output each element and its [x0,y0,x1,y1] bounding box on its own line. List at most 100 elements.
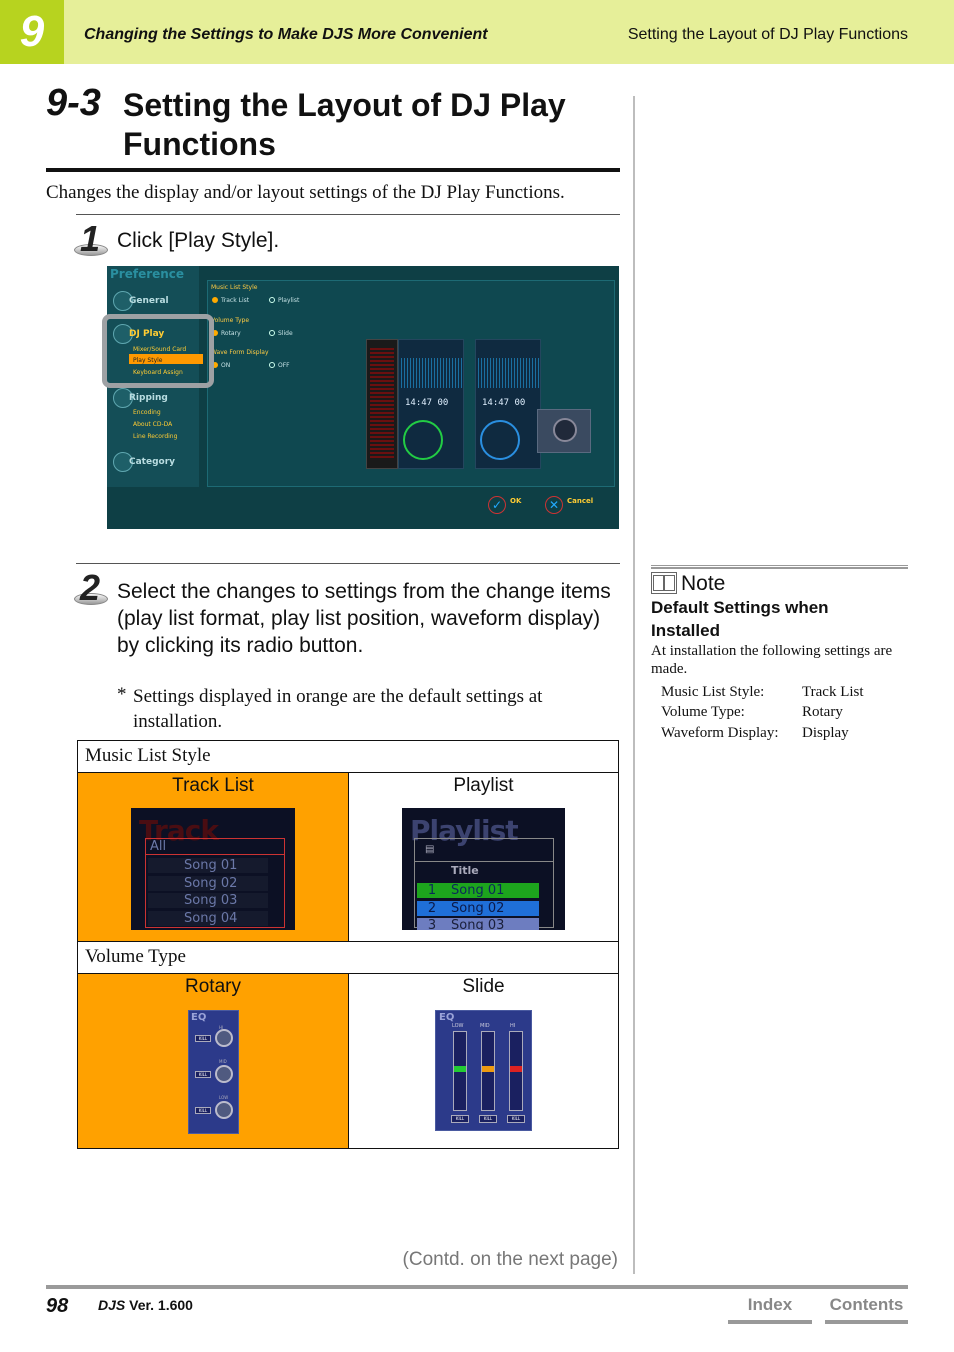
track-list-radio[interactable] [212,297,218,303]
cancel-icon[interactable]: ✕ [545,496,563,514]
nav-keyboard-assign[interactable]: Keyboard Assign [133,369,183,376]
version-label: Ver. 1.600 [129,1297,193,1313]
wave-off-radio[interactable] [269,362,275,368]
rotary-option: Rotary [221,330,241,337]
hi-slider [509,1031,523,1111]
eq-band-label: LOW [452,1023,464,1029]
hi-knob-icon [215,1029,233,1047]
index-underline [728,1320,812,1324]
note-heading: Default Settings when Installed [651,598,829,640]
slide-option: Slide [278,330,293,337]
track-heading: Track [139,814,219,847]
nav-mixer-sound-card[interactable]: Mixer/Sound Card [133,346,187,353]
category-icon [113,452,133,472]
footer-rule [46,1285,908,1289]
eq-label: EQ [191,1012,207,1023]
playlist-heading: Playlist [410,814,519,847]
rotary-eq-image: EQ HI KILL MID KILL LOW KILL [188,1010,239,1134]
wave-form-label: Wave Form Display [211,349,269,356]
eq-band-label: HI [219,1025,224,1030]
selection-highlight-box [102,314,214,388]
kill-button: KILL [479,1115,497,1123]
volume-type-header: Volume Type [78,942,618,974]
ok-button[interactable]: OK [510,497,522,505]
low-slider [453,1031,467,1111]
column-divider [633,96,635,1274]
product-name: DJS [98,1297,126,1313]
deck-right-time: 14:47 00 [482,398,526,408]
nav-category[interactable]: Category [129,457,176,467]
nav-general[interactable]: General [129,296,169,306]
step2-text: Select the changes to settings from the … [117,580,611,657]
kill-button: KILL [195,1035,211,1042]
index-link[interactable]: Index [747,1295,793,1314]
page-number: 98 [46,1295,69,1317]
dj-play-icon [113,324,133,344]
note-value: Rotary [802,704,843,720]
music-list-style-header: Music List Style [78,741,618,773]
ok-icon[interactable]: ✓ [488,496,506,514]
eq-band-label: MID [480,1023,490,1029]
track-song-row: Song 02 [148,876,268,891]
playlist-radio[interactable] [269,297,275,303]
eq-band-label: LOW [219,1095,229,1100]
track-list-cell: Track List Track All Song 01 Song 02 Son… [78,773,348,942]
intro-text: Changes the display and/or layout settin… [46,182,565,203]
contents-underline [825,1320,908,1324]
nav-about-cd-da[interactable]: About CD-DA [133,421,173,428]
slide-radio[interactable] [269,330,275,336]
deck-left-jog-icon [403,420,443,460]
note-key: Waveform Display: [661,725,779,741]
play-style-highlight [129,354,203,364]
low-knob-icon [215,1101,233,1119]
note-text: At installation the following settings a… [651,643,893,677]
volume-knob-icon [537,409,591,453]
music-list-style-label: Music List Style [211,284,258,291]
preference-nav: Preference General DJ Play Mixer/Sound C… [107,266,203,487]
wave-on-option: ON [221,362,231,369]
note-key: Music List Style: [661,684,765,700]
step-divider [76,563,620,564]
nav-dj-play[interactable]: DJ Play [129,329,165,339]
section-number: 9-3 [46,82,101,124]
nav-encoding[interactable]: Encoding [133,409,161,416]
kill-button: KILL [451,1115,469,1123]
nav-play-style[interactable]: Play Style [133,357,163,364]
step1-number: 1 [74,218,114,262]
playlist-option: Playlist [278,297,300,304]
step1-text: Click [Play Style]. [117,229,280,252]
cancel-button[interactable]: Cancel [567,497,594,505]
kill-button: KILL [195,1107,211,1114]
rotary-label: Rotary [185,976,241,997]
header-section-title: Setting the Layout of DJ Play Functions [627,26,908,43]
note-rule [651,565,908,569]
eq-band-label: MID [219,1059,227,1064]
deck-right: 14:47 00 [475,339,541,469]
deck-right-jog-icon [480,420,520,460]
page-header: 9 Changing the Settings to Make DJS More… [0,0,954,64]
ripping-icon [113,388,133,408]
note-value: Track List [802,684,864,700]
continued-note: (Contd. on the next page) [402,1249,618,1270]
chapter-number: 9 [0,0,64,64]
slide-eq-image: EQ LOW MID HI KILL KILL KILL [435,1010,532,1131]
contents-link[interactable]: Contents [829,1295,904,1314]
asterisk-mark: * [117,684,127,705]
track-list-option: Track List [221,297,250,304]
playlist-label: Playlist [453,775,514,796]
slide-cell: Slide EQ LOW MID HI KILL KILL KILL [348,974,618,1148]
nav-line-recording[interactable]: Line Recording [133,433,178,440]
title-rule [46,168,620,172]
product-version: DJS Ver. 1.600 [98,1297,193,1313]
wave-off-option: OFF [278,362,290,369]
track-all-row: All [146,839,284,855]
chapter-title: Changing the Settings to Make DJS More C… [84,26,488,43]
nav-ripping[interactable]: Ripping [129,393,168,403]
step-divider [76,214,620,215]
step2-number: 2 [74,567,114,611]
track-list-image: Track All Song 01 Song 02 Song 03 Song 0… [131,808,295,930]
